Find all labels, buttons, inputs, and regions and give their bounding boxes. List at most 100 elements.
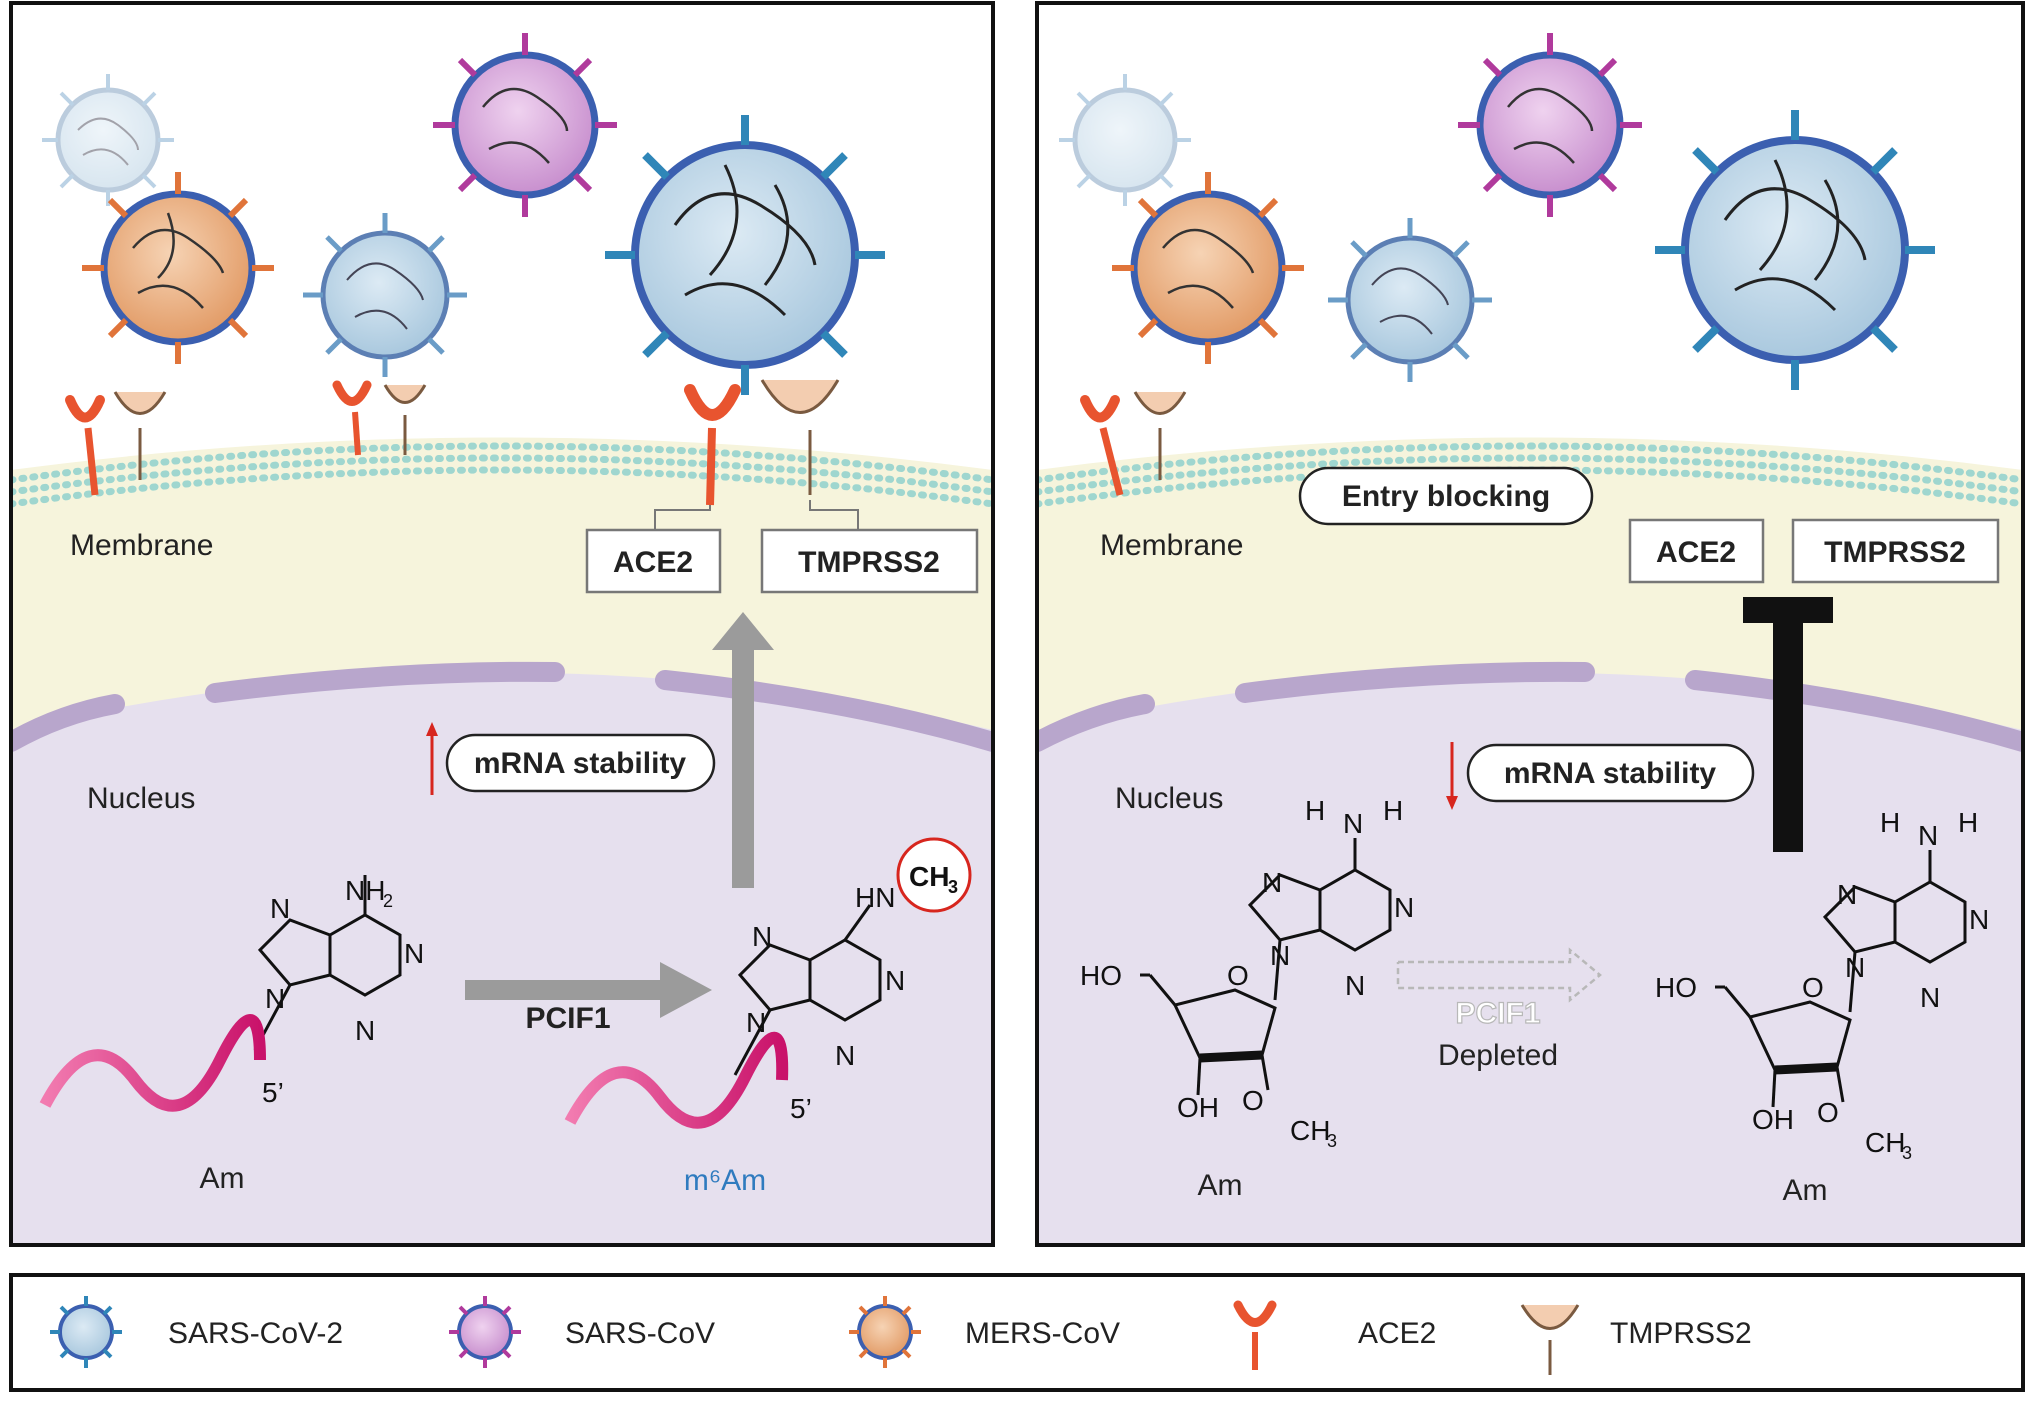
legend: SARS-CoV-2 SARS-CoV MERS-CoV ACE2 — [9, 1273, 2025, 1392]
legend-label-tmprss2: TMPRSS2 — [1610, 1317, 1752, 1350]
legend-frame — [9, 1273, 2025, 1392]
tmprss2-connector — [809, 500, 859, 530]
am1-oh: OH — [1177, 1092, 1219, 1123]
nuclear-envelope — [11, 661, 993, 752]
virus-sars-cov-2-small — [303, 213, 467, 377]
five-prime-left: 5’ — [262, 1077, 284, 1108]
am2-o-methyl: O — [1817, 1097, 1839, 1128]
ace2-connector — [654, 505, 711, 530]
am2-n-amine: N — [1918, 820, 1938, 851]
am1-ho: HO — [1080, 960, 1122, 991]
am1-n-amine: N — [1343, 808, 1363, 839]
sars-cov-2-virus-icon — [50, 1296, 122, 1368]
rna-strand-left — [39, 1014, 266, 1112]
nuclear-envelope-right — [1037, 661, 2023, 752]
mrna-stability-label: mRNA stability — [474, 747, 687, 780]
mers-cov-virus-icon — [849, 1296, 921, 1368]
ace2-box-label: ACE2 — [613, 546, 693, 579]
am1-ring-o: O — [1227, 960, 1249, 991]
pcif1-depleted-arrow — [1396, 947, 1602, 1003]
virus-sars-cov-2-faded-right — [1059, 74, 1191, 206]
tmprss2-box-right — [1791, 518, 2000, 584]
svg-text:3: 3 — [1902, 1143, 1912, 1163]
virus-sars-cov — [433, 33, 617, 217]
am2-ring-o: O — [1802, 972, 1824, 1003]
ace2-box-label-right: ACE2 — [1656, 536, 1736, 569]
membrane-label-right: Membrane — [1100, 529, 1243, 562]
left-panel: Membrane Nucleus — [9, 1, 995, 1247]
tmprss2-box-label: TMPRSS2 — [798, 546, 940, 579]
am1-ch3: CH — [1290, 1115, 1330, 1146]
am2-h-left: H — [1880, 807, 1900, 838]
am-n3: N — [355, 1015, 375, 1046]
ace2-receptor-right — [1080, 395, 1124, 496]
am1-h-right: H — [1383, 795, 1403, 826]
sars-cov-virus-icon — [449, 1296, 521, 1368]
m6am-n3: N — [835, 1040, 855, 1071]
virus-sars-cov-2-small-right — [1328, 218, 1492, 382]
cell-membrane — [11, 442, 993, 508]
m6am-hn: HN — [855, 882, 895, 913]
entry-blocking-label: Entry blocking — [1342, 480, 1550, 513]
legend-label-sars-cov-2: SARS-CoV-2 — [168, 1317, 343, 1350]
legend-label-mers-cov: MERS-CoV — [965, 1317, 1120, 1350]
am-n9: N — [265, 983, 285, 1014]
am-n7: N — [270, 893, 290, 924]
am2-ch3: CH — [1865, 1127, 1905, 1158]
tmprss2-box-label-right: TMPRSS2 — [1824, 536, 1966, 569]
svg-text:3: 3 — [948, 877, 958, 897]
am1-n7: N — [1262, 867, 1282, 898]
virus-sars-cov-2-large-right — [1655, 110, 1935, 390]
am2-h-right: H — [1958, 807, 1978, 838]
am2-ho: HO — [1655, 972, 1697, 1003]
mrna-stability-label-right: mRNA stability — [1504, 757, 1717, 790]
five-prime-m6am: 5’ — [790, 1093, 812, 1124]
stability-up-indicator — [426, 722, 438, 795]
ace2-box-right — [1628, 518, 1765, 584]
virus-mers-cov — [82, 172, 274, 364]
pcif1-label: PCIF1 — [525, 1002, 610, 1035]
virus-sars-cov-2-faded — [42, 74, 174, 206]
depleted-label: Depleted — [1438, 1039, 1558, 1072]
am2-n9: N — [1845, 952, 1865, 983]
am2-n1: N — [1969, 904, 1989, 935]
mrna-stability-pill-right — [1466, 743, 1755, 803]
tmprss2-protease-mid — [383, 384, 427, 455]
ace2-receptor-mid — [332, 380, 372, 456]
right-panel: Membrane Nucleus — [1035, 1, 2025, 1247]
am2-n3: N — [1920, 982, 1940, 1013]
ace2-receptor-left — [65, 395, 105, 496]
upregulation-arrow — [712, 612, 774, 888]
ace2-receptor-icon — [1233, 1300, 1277, 1370]
m6am-n7: N — [752, 921, 772, 952]
virus-mers-cov-right — [1112, 172, 1304, 364]
legend-label-sars-cov: SARS-CoV — [565, 1317, 715, 1350]
right-panel-frame — [1035, 1, 2025, 1247]
methyl-highlight-circle — [896, 837, 972, 913]
svg-text:3: 3 — [1327, 1131, 1337, 1151]
legend-item-sars-cov: SARS-CoV — [449, 1296, 715, 1368]
tmprss2-protease-icon — [1520, 1304, 1580, 1375]
pcif1-depleted-label: PCIF1 — [1455, 997, 1540, 1030]
am-label-right-1: Am — [1198, 1169, 1243, 1202]
am-n1: N — [404, 938, 424, 969]
inhibition-bar — [1743, 597, 1833, 852]
nucleus-label: Nucleus — [87, 782, 195, 815]
virus-sars-cov-right — [1458, 33, 1642, 217]
m6am-ch3: CH — [909, 861, 949, 892]
virus-sars-cov-2-large — [605, 115, 885, 395]
tmprss2-protease-right — [1133, 391, 1187, 480]
am1-n3: N — [1345, 970, 1365, 1001]
stability-down-indicator — [1446, 742, 1458, 810]
legend-item-tmprss2: TMPRSS2 — [1520, 1304, 1752, 1375]
am-label-right-2: Am — [1783, 1174, 1828, 1207]
am2-oh: OH — [1752, 1104, 1794, 1135]
m6am-adenine-structure — [733, 904, 882, 1076]
left-panel-frame — [9, 1, 995, 1247]
legend-item-mers-cov: MERS-CoV — [849, 1296, 1120, 1368]
m6am-n9: N — [746, 1007, 766, 1038]
am-nh2: NH — [345, 875, 385, 906]
legend-item-ace2: ACE2 — [1233, 1300, 1436, 1370]
membrane-label: Membrane — [70, 529, 213, 562]
